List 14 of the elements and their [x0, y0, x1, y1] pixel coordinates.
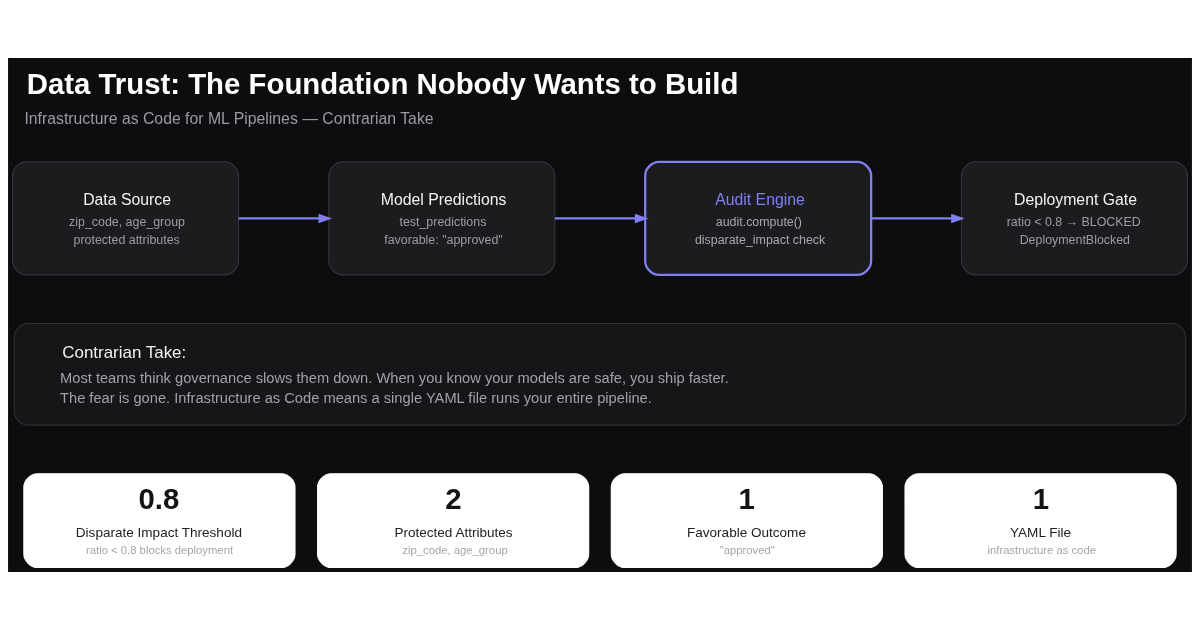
arrow: [554, 213, 649, 224]
node-box: Model Predictions test_predictions favorable: "approved": [328, 161, 556, 276]
node-box: 1 Favorable Outcome "approved": [610, 473, 883, 569]
node-box: 0.8 Disparate Impact Threshold ratio < 0.8 blocks deployment: [23, 473, 296, 569]
caption: Infrastructure as Code for ML Pipelines — Contrarian Take: [24, 109, 434, 127]
node-box: Deployment Gate ratio < 0.8 → BLOCKED DeploymentBlocked: [960, 161, 1188, 276]
node-box: Audit Engine audit.compute() disparate_impact check: [644, 160, 873, 277]
node-box: Contrarian Take: Most teams think governance slows them down. When you know your models are safe, you ship faster. The fear is gone. Infrastructure as Code means a single YAML file runs your entire pipeline.: [13, 322, 1187, 426]
node-box: 1 YAML File infrastructure as code: [904, 473, 1177, 569]
arrow: [871, 213, 965, 224]
diagram-title: Data Trust: The Foundation Nobody Wants to Build: [26, 66, 739, 100]
node-box: 2 Protected Attributes zip_code, age_group: [317, 473, 590, 569]
node-box: Data Source zip_code, age_group protected attributes: [12, 161, 240, 276]
arrow: [238, 213, 333, 224]
